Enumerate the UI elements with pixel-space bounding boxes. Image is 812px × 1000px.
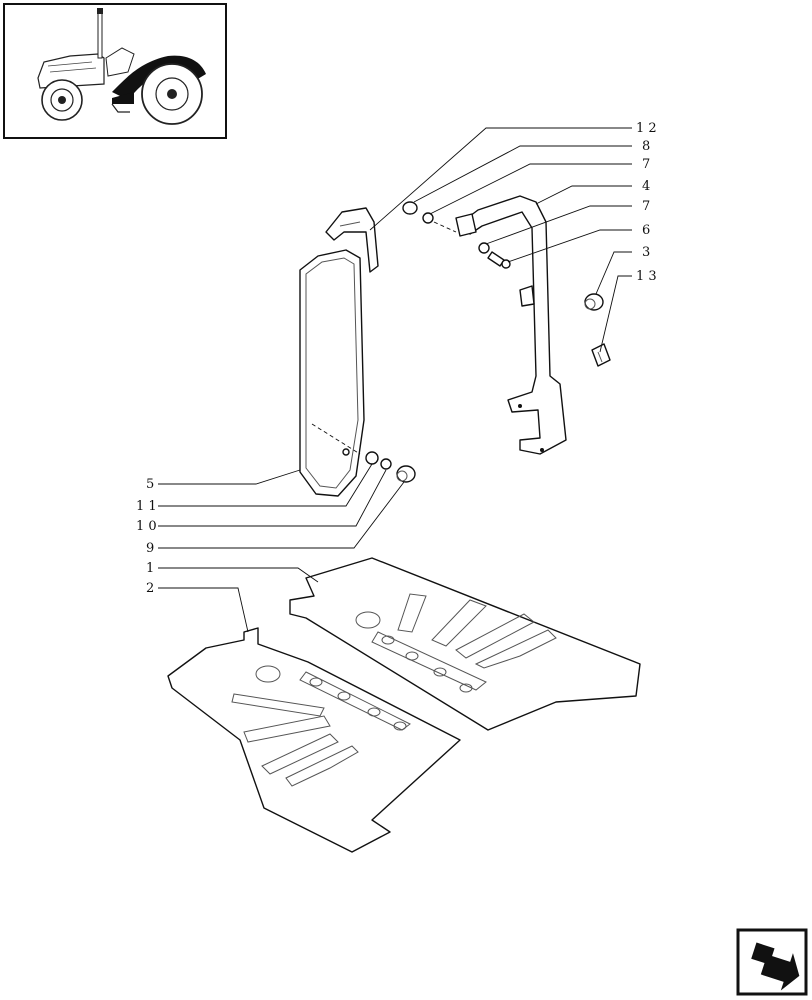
part-1-floor-mat-right [289,557,641,731]
callout-10: 1 0 [136,519,157,534]
part-13-clip [591,343,611,367]
tractor-locator-icon [37,8,206,125]
callouts-right: 1 2 8 7 4 7 6 3 1 3 [636,121,657,284]
callout-7b: 7 [642,199,650,214]
callout-2: 2 [146,581,154,596]
callout-8: 8 [642,139,650,154]
handle-hardware [402,201,511,269]
next-page-arrow-icon [751,942,800,991]
part-2-floor-mat-left [167,627,461,853]
part-4-grab-handle [455,195,567,455]
callout-4: 4 [642,179,650,194]
callout-6: 6 [642,223,650,238]
callout-1: 1 [146,561,154,576]
callout-11: 1 1 [136,499,157,514]
callout-7a: 7 [642,157,650,172]
callout-5: 5 [146,477,154,492]
part-12-channel-cap [325,207,379,273]
callouts-left: 5 1 1 1 0 9 1 2 [136,477,157,596]
callout-13: 1 3 [636,269,657,284]
callout-9: 9 [146,541,154,556]
callout-3: 3 [642,245,650,260]
leaders-left [158,463,405,633]
leaders-right [369,127,632,353]
next-page-button[interactable] [736,928,808,996]
callout-12: 1 2 [636,121,657,136]
part-3-knob [584,293,604,311]
glass-hardware [365,451,416,483]
tractor-thumbnail [3,3,227,139]
part-5-glass-pane [299,249,365,497]
